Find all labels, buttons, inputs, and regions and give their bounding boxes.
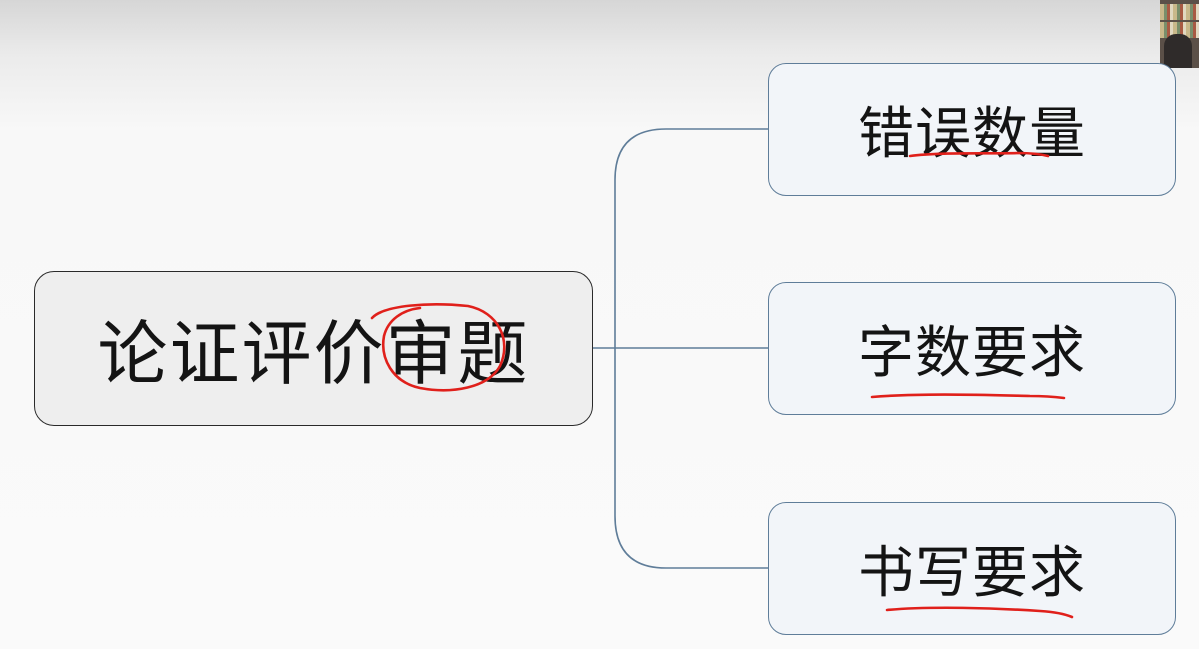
child-node-2[interactable]: 字数要求 <box>768 282 1176 415</box>
child-node-3[interactable]: 书写要求 <box>768 502 1176 635</box>
root-node[interactable]: 论证评价审题 <box>34 271 593 426</box>
child-node-2-label: 字数要求 <box>858 308 1086 389</box>
connector-to-child-3 <box>615 348 768 568</box>
child-node-1-label: 错误数量 <box>858 89 1086 170</box>
child-node-1[interactable]: 错误数量 <box>768 63 1176 196</box>
root-node-label: 论证评价审题 <box>98 298 530 399</box>
child-node-3-label: 书写要求 <box>858 528 1086 609</box>
connector-to-child-1 <box>615 129 768 348</box>
